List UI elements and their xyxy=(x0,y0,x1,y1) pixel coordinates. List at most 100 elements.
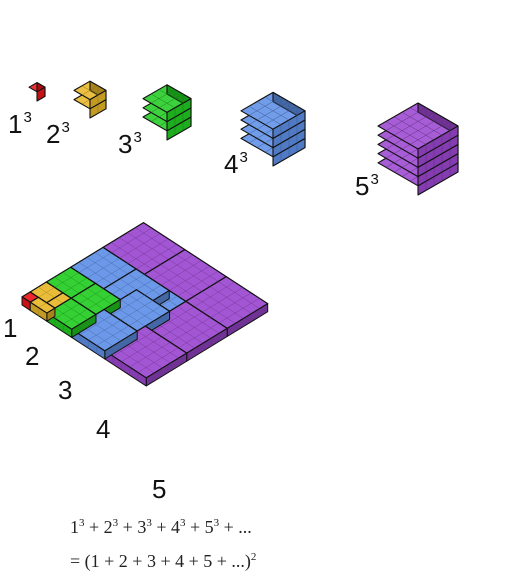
grid-line xyxy=(63,308,88,325)
grid-line xyxy=(62,277,88,294)
grid-line xyxy=(168,259,211,287)
cube-label-3-base: 3 xyxy=(118,129,133,159)
right-face xyxy=(417,125,459,159)
formula-square-exp: 2 xyxy=(250,551,257,563)
grid-line xyxy=(120,340,163,369)
formula-line-2: = (1 + 2 + 3 + 4 + 5 + ...)2 xyxy=(70,551,380,571)
grid-line xyxy=(79,288,104,304)
cube-label-4-base: 4 xyxy=(224,149,239,179)
grid-line xyxy=(161,316,204,344)
grid-line xyxy=(95,263,128,284)
grid-line xyxy=(54,276,80,294)
grid-line xyxy=(128,335,171,364)
cube-5 xyxy=(377,102,459,196)
grid-line xyxy=(87,258,120,279)
formula-plus: + xyxy=(122,517,133,537)
grid-line xyxy=(87,294,113,310)
grid-line xyxy=(158,89,184,104)
grid-line xyxy=(136,244,177,270)
grid-line xyxy=(62,271,88,289)
grid-line xyxy=(112,331,154,357)
grid-line xyxy=(79,314,113,335)
grid-line xyxy=(62,303,88,320)
formula-term-1: 13 xyxy=(70,517,85,537)
grid-line xyxy=(385,121,427,145)
cube-label-2-exp: 3 xyxy=(61,119,70,136)
cube-label-1-base: 1 xyxy=(8,109,23,139)
grid-line xyxy=(193,281,235,307)
grid-line xyxy=(150,89,176,104)
grid-line xyxy=(54,297,64,304)
grid-line xyxy=(119,233,161,259)
cube-2 xyxy=(73,80,107,119)
grid-line xyxy=(55,303,80,319)
cube-label-5-exp: 3 xyxy=(370,171,379,188)
grid-line xyxy=(150,93,176,108)
grid-line xyxy=(176,254,219,282)
grid-line xyxy=(401,112,443,136)
grid-line xyxy=(218,281,260,309)
grid-line xyxy=(128,305,162,326)
grid-line xyxy=(256,101,290,121)
cube-1 xyxy=(28,82,46,102)
grid-line xyxy=(409,107,451,131)
side-label-2: 2 xyxy=(25,341,40,371)
grid-line xyxy=(119,237,161,265)
cube-label-2: 23 xyxy=(46,120,70,147)
cube-label-4: 43 xyxy=(224,150,248,177)
grid-line xyxy=(202,287,243,313)
grid-line xyxy=(161,295,178,307)
grid-line xyxy=(87,288,113,305)
formula-square-of-sum: = (1 + 2 + 3 + 4 + 5 + ...) xyxy=(70,551,251,571)
cube-label-3-exp: 3 xyxy=(133,129,142,146)
cube-label-5-base: 5 xyxy=(355,171,370,201)
side-label-1: 1 xyxy=(3,313,18,343)
formula-term-5: 53 xyxy=(204,517,220,537)
formula-plus: + xyxy=(156,517,167,537)
grid-line xyxy=(110,242,153,270)
right-face xyxy=(36,86,46,102)
grid-line xyxy=(129,342,171,368)
cube-label-2-base: 2 xyxy=(46,119,61,149)
formula-plus: + xyxy=(223,517,234,537)
grid-line xyxy=(393,116,435,140)
grid-line xyxy=(96,325,130,346)
grid-line xyxy=(153,306,195,332)
square-tile xyxy=(29,296,56,322)
sum-square xyxy=(21,222,269,387)
grid-line xyxy=(127,232,169,260)
grid-line xyxy=(153,321,195,349)
cube-label-1-exp: 3 xyxy=(23,109,32,126)
grid-line xyxy=(177,306,220,334)
grid-line xyxy=(120,300,154,321)
formula-term-4: 43 xyxy=(170,517,186,537)
grid-line xyxy=(248,106,282,125)
grid-line xyxy=(264,96,298,116)
grid-line xyxy=(160,260,202,286)
formula-term-3: 33 xyxy=(137,517,152,537)
formula-term-2: 23 xyxy=(103,517,119,537)
grid-line xyxy=(111,227,152,253)
cube-label-1: 13 xyxy=(8,110,32,137)
cube-3 xyxy=(142,84,192,141)
grid-line xyxy=(161,312,203,338)
grid-line xyxy=(111,274,145,295)
cube-label-4-exp: 3 xyxy=(239,149,248,166)
grid-line xyxy=(209,286,252,314)
grid-line xyxy=(218,298,260,324)
grid-line xyxy=(152,254,194,280)
grid-line xyxy=(54,307,80,325)
formula-ellipsis: ... xyxy=(238,517,252,537)
grid-line xyxy=(385,107,427,131)
grid-line xyxy=(401,116,443,140)
side-label-3: 3 xyxy=(58,375,73,405)
grid-line xyxy=(170,317,211,343)
formula-plus: + xyxy=(189,517,201,537)
grid-line xyxy=(177,271,219,297)
grid-line xyxy=(88,320,121,341)
grid-line xyxy=(135,227,177,255)
grid-line xyxy=(409,121,451,145)
cube-4 xyxy=(240,91,306,167)
